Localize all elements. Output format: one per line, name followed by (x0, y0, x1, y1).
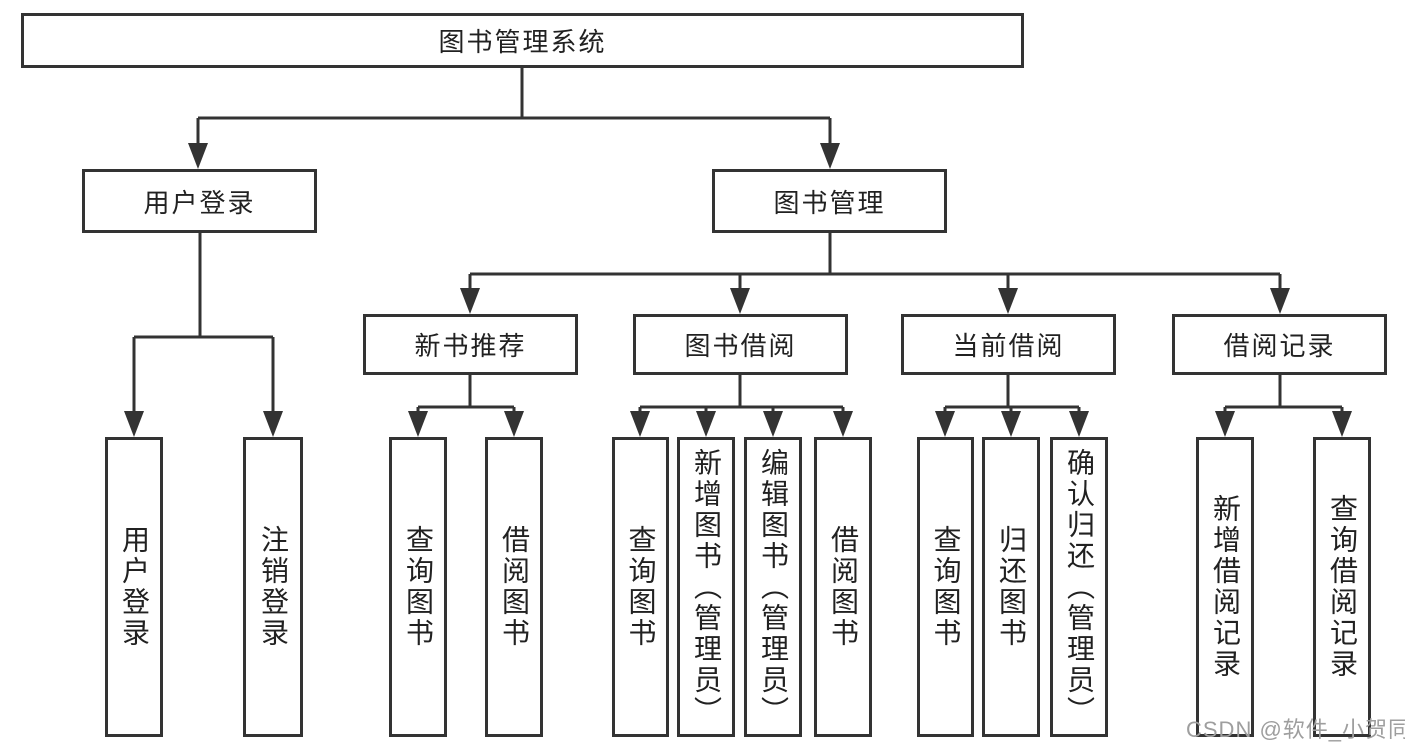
leaf-query-borrow-record: 查询借阅记录 (1313, 437, 1371, 737)
leaf-borrow-book-1: 借阅图书 (485, 437, 543, 737)
arrow-icon (1215, 411, 1235, 437)
arrow-icon (763, 411, 783, 437)
arrow-icon (820, 143, 840, 169)
arrow-icon (408, 411, 428, 437)
leaf-add-book-admin: 新增图书（管理员） (677, 437, 735, 737)
connector-borrow-record-children (1215, 375, 1352, 437)
leaf-return-book: 归还图书 (982, 437, 1040, 737)
arrow-icon (1069, 411, 1089, 437)
node-new-book-recommend: 新书推荐 (363, 314, 578, 375)
arrow-icon (1332, 411, 1352, 437)
watermark-text: CSDN @软件_小贺同学 (1186, 717, 1405, 742)
leaf-query-book-3: 查询图书 (917, 437, 974, 737)
arrow-icon (460, 288, 480, 314)
node-root-system: 图书管理系统 (21, 13, 1024, 68)
leaf-query-book-1: 查询图书 (389, 437, 447, 737)
connector-book-management-children (460, 233, 1290, 314)
leaf-borrow-book-2: 借阅图书 (814, 437, 872, 737)
leaf-add-borrow-record: 新增借阅记录 (1196, 437, 1254, 737)
arrow-icon (124, 411, 144, 437)
arrow-icon (696, 411, 716, 437)
leaf-logout: 注销登录 (243, 437, 303, 737)
node-borrow-record: 借阅记录 (1172, 314, 1387, 375)
connector-book-borrow-children (630, 375, 853, 437)
arrow-icon (630, 411, 650, 437)
arrow-icon (998, 288, 1018, 314)
arrow-icon (935, 411, 955, 437)
leaf-query-book-2: 查询图书 (612, 437, 669, 737)
leaf-confirm-return-admin: 确认归还（管理员） (1050, 437, 1108, 737)
arrow-icon (1270, 288, 1290, 314)
connector-new-book-children (408, 375, 524, 437)
leaf-edit-book-admin: 编辑图书（管理员） (744, 437, 802, 737)
leaf-user-login: 用户登录 (105, 437, 163, 737)
arrow-icon (263, 411, 283, 437)
node-current-borrow: 当前借阅 (901, 314, 1116, 375)
arrow-icon (504, 411, 524, 437)
arrow-icon (1001, 411, 1021, 437)
connector-user-login-children (124, 233, 283, 437)
node-book-borrow: 图书借阅 (633, 314, 848, 375)
arrow-icon (833, 411, 853, 437)
node-user-login: 用户登录 (82, 169, 317, 233)
connector-current-borrow-children (935, 375, 1089, 437)
arrow-icon (730, 288, 750, 314)
connector-root-to-level2 (188, 68, 840, 169)
arrow-icon (188, 143, 208, 169)
node-book-management: 图书管理 (712, 169, 947, 233)
